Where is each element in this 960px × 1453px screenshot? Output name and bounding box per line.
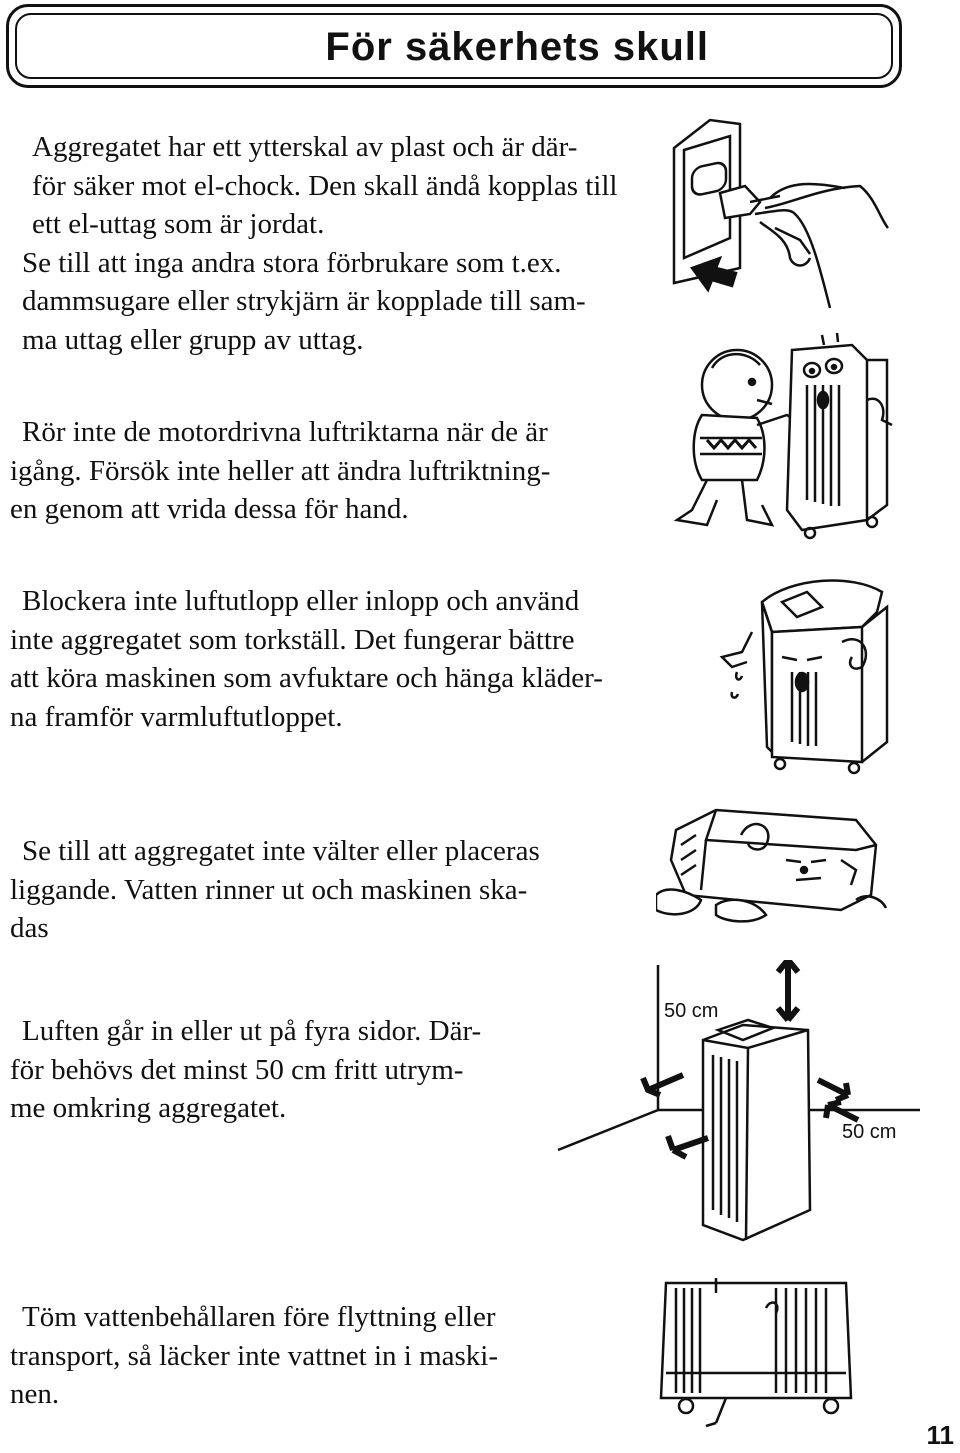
section-louvres: Rör inte de motordrivna luftriktarna när… [10, 413, 550, 529]
text-line: Se till att inga andra stora förbrukare … [22, 246, 562, 279]
text-line: nen. [10, 1378, 60, 1410]
section-emptying: Töm vattenbehållaren före flyttning elle… [10, 1298, 498, 1414]
text-line: ett el-uttag som är jordat. [32, 208, 325, 240]
text-line: Töm vattenbehållaren före flyttning elle… [22, 1301, 496, 1333]
text-line: Luften går in eller ut på fyra sidor. Dä… [22, 1015, 482, 1047]
section-airflow-block: Blockera inte luftutlopp eller inlopp oc… [10, 582, 603, 736]
clearance-illustration [548, 960, 920, 1260]
text-line: Blockera inte luftutlopp eller inlopp oc… [22, 585, 580, 617]
text-line: för behövs det minst 50 cm fritt utrym- [10, 1053, 464, 1086]
clearance-side-label: 50 cm [842, 1121, 897, 1143]
section-tipping: Se till att aggregatet inte välter eller… [10, 832, 540, 948]
text-line: liggande. Vatten rinner ut och maskinen … [10, 873, 528, 906]
water-tank-drain-illustration [656, 1278, 876, 1428]
text-line: ma uttag eller grupp av uttag. [22, 323, 364, 356]
text-line: Aggregatet har ett ytterskal av plast oc… [32, 131, 578, 163]
title-inner-frame [15, 13, 893, 79]
text-line: igång. Försök inte heller att ändra luft… [10, 454, 551, 487]
tipped-over-unit-illustration [656, 800, 896, 930]
text-line: att köra maskinen som avfuktare och häng… [10, 662, 603, 694]
child-touching-louvres-illustration [662, 330, 902, 550]
text-line: Rör inte de motordrivna luftriktarna när… [22, 416, 548, 448]
plug-socket-illustration [670, 118, 890, 338]
text-line: me omkring aggregatet. [10, 1092, 287, 1124]
page-number: 11 [926, 1420, 955, 1450]
text-line: das [10, 912, 49, 944]
text-line: transport, så läcker inte vattnet in i m… [10, 1339, 499, 1372]
text-line: inte aggregatet som torkställ. Det funge… [10, 623, 575, 656]
unit-not-clothes-rack-illustration [712, 572, 902, 782]
page-title: För säkerhets skull [325, 25, 709, 69]
section-clearance: Luften går in eller ut på fyra sidor. Dä… [10, 1012, 481, 1128]
text-line: dammsugare eller strykjärn är kopplade t… [22, 285, 586, 317]
title-frame: För säkerhets skull [6, 4, 902, 88]
text-line: för säker mot el-chock. Den skall ändå k… [32, 169, 618, 202]
text-line: en genom att vrida dessa för hand. [10, 493, 409, 525]
clearance-top-label: 50 cm [664, 1000, 719, 1022]
text-line: na framför varmluftutloppet. [10, 700, 343, 733]
section-electrical-safety: Aggregatet har ett ytterskal av plast oc… [10, 128, 617, 359]
text-line: Se till att aggregatet inte välter eller… [22, 835, 540, 867]
